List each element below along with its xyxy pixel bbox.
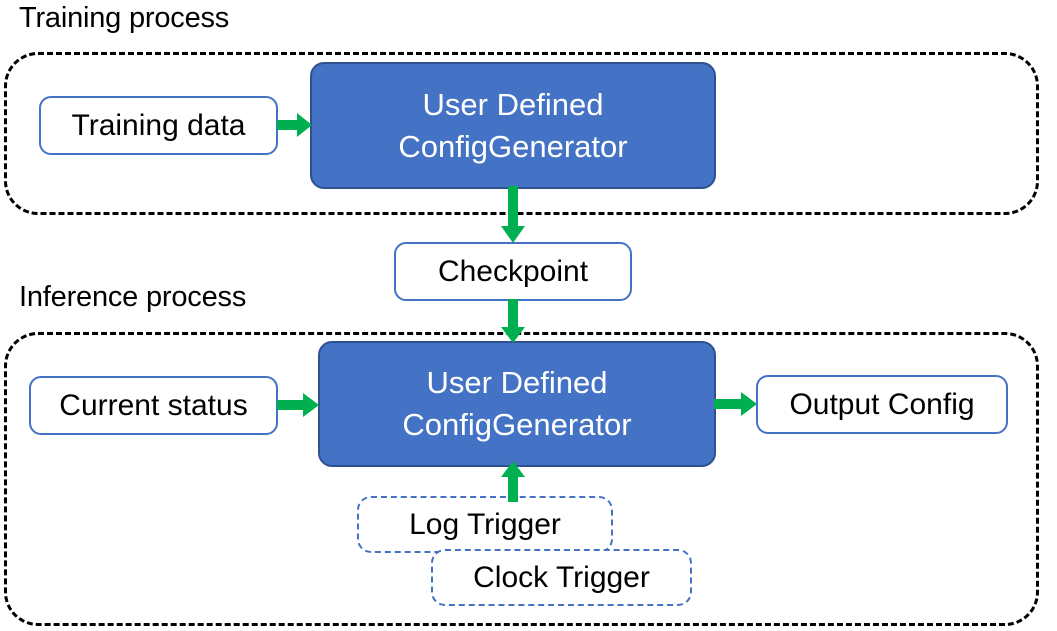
arrow-generator-to-checkpoint-icon [500, 186, 526, 244]
arrow-current-status-to-generator-icon [277, 392, 320, 418]
node-label-line1: User Defined [422, 86, 604, 122]
arrow-checkpoint-to-generator-icon [500, 299, 526, 344]
node-label-line2: ConfigGenerator [402, 407, 632, 442]
arrow-generator-to-output-config-icon [714, 391, 758, 417]
training-process-group [4, 52, 1039, 215]
inference-process-group [4, 332, 1039, 626]
node-current-status[interactable]: Current status [29, 376, 278, 435]
node-user-defined-configgenerator-training[interactable]: User Defined ConfigGenerator [310, 62, 716, 189]
node-clock-trigger[interactable]: Clock Trigger [431, 549, 692, 606]
arrow-training-data-to-generator-icon [277, 112, 313, 138]
node-training-data[interactable]: Training data [39, 96, 278, 155]
inference-process-label: Inference process [19, 281, 247, 313]
node-log-trigger[interactable]: Log Trigger [357, 496, 613, 553]
arrow-triggers-to-generator-icon [500, 461, 526, 503]
node-user-defined-configgenerator-inference[interactable]: User Defined ConfigGenerator [318, 341, 716, 467]
node-label-line2: ConfigGenerator [398, 128, 628, 164]
training-process-label: Training process [19, 2, 230, 34]
node-output-config[interactable]: Output Config [756, 375, 1008, 434]
node-label-line1: User Defined [426, 365, 608, 400]
node-checkpoint[interactable]: Checkpoint [394, 242, 632, 301]
